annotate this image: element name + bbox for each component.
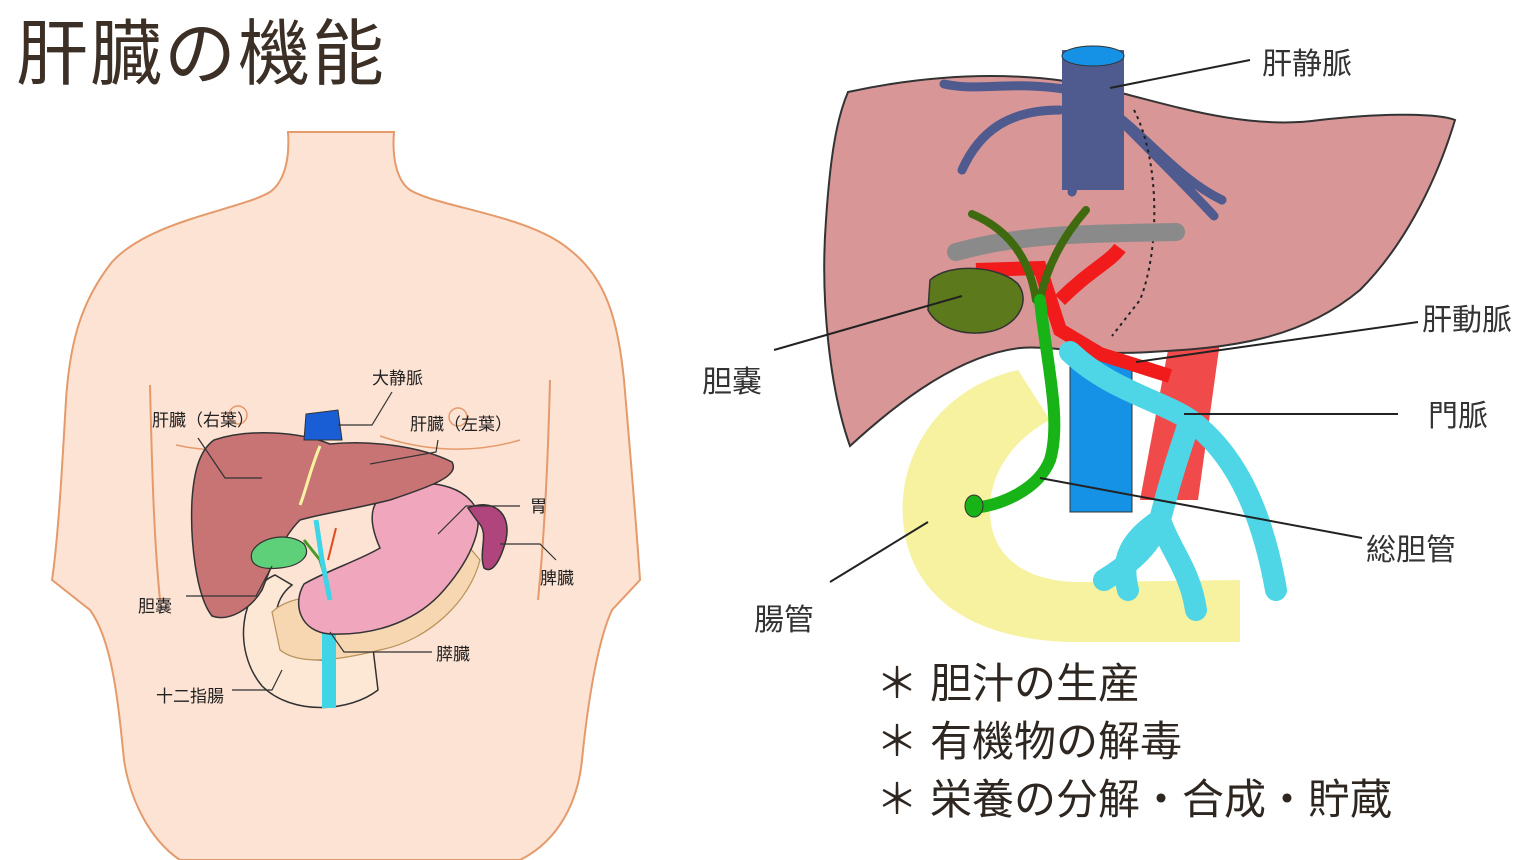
liver-shape xyxy=(190,432,455,619)
leader-common-bile-duct xyxy=(1039,477,1363,539)
liver-falciform xyxy=(298,445,322,506)
label-hepatic-vein: 肝静脈 xyxy=(1262,47,1352,82)
leader-hepatic-vein xyxy=(1109,59,1251,89)
left-arm-crease xyxy=(149,384,161,601)
function-item-1: ＊胆汁の生産 xyxy=(876,655,1392,713)
function-text-1: 胆汁の生産 xyxy=(930,659,1141,708)
label-hepatic-artery: 肝動脈 xyxy=(1422,303,1512,338)
hepatic-vein-top xyxy=(1061,45,1125,67)
function-list: ＊胆汁の生産 ＊有機物の解毒 ＊栄養の分解・合成・貯蔵 xyxy=(876,655,1392,829)
liver-main-shape xyxy=(823,75,1457,448)
stomach-shape xyxy=(297,482,479,635)
bullet-mark: ＊ xyxy=(876,775,919,824)
leader-duodenum xyxy=(232,669,283,691)
label-spleen: 脾臓 xyxy=(540,569,574,589)
vena-cava-lower xyxy=(322,630,336,708)
leader-stomach xyxy=(437,505,520,535)
vena-cava-dotted xyxy=(1111,109,1156,337)
artery-small xyxy=(327,527,337,561)
label-vena-cava: 大静脈 xyxy=(372,369,423,389)
function-text-3: 栄養の分解・合成・貯蔵 xyxy=(930,775,1393,824)
hepatic-vein-branch-3 xyxy=(1105,105,1227,205)
label-portal-vein: 門脈 xyxy=(1428,399,1488,434)
label-liver-left: 肝臓（左葉） xyxy=(410,415,512,435)
label-duodenum: 十二指腸 xyxy=(156,687,224,707)
function-item-3: ＊栄養の分解・合成・貯蔵 xyxy=(876,771,1392,829)
left-nipple xyxy=(228,405,248,425)
leader-spleen xyxy=(500,543,557,561)
portal-vein-small xyxy=(313,519,333,601)
bullet-mark: ＊ xyxy=(876,659,919,708)
common-bile-duct xyxy=(966,294,1061,514)
duodenum-shape xyxy=(242,574,379,709)
leader-gallbladder-r xyxy=(773,295,963,351)
leader-liver-right xyxy=(197,437,262,479)
page-title: 肝臓の機能 xyxy=(16,12,387,96)
label-common-bile-duct: 総胆管 xyxy=(1366,533,1456,568)
leader-hepatic-artery xyxy=(1135,321,1419,363)
hepatic-vein-trunk xyxy=(1062,50,1124,190)
pancreas-shape xyxy=(271,547,481,661)
hepatic-vein-branch-1 xyxy=(939,79,1075,95)
spleen-shape xyxy=(466,504,508,571)
gallbladder-shape xyxy=(250,536,308,570)
right-nipple xyxy=(448,407,468,427)
hepatic-vein-branch-2 xyxy=(957,105,1065,175)
gallbladder-detail xyxy=(927,267,1024,334)
vena-cava-shape xyxy=(1069,359,1133,513)
label-gallbladder-r: 胆嚢 xyxy=(702,365,762,400)
bullet-mark: ＊ xyxy=(876,717,919,766)
label-liver-right: 肝臓（右葉） xyxy=(152,411,254,431)
intestine-shape xyxy=(902,370,1240,642)
leader-intestine xyxy=(829,521,929,583)
aorta-shape xyxy=(1140,342,1220,500)
function-text-2: 有機物の解毒 xyxy=(930,717,1183,766)
label-pancreas: 膵臓 xyxy=(436,645,470,665)
bile-duct-left xyxy=(968,210,1040,304)
hepatic-vein-branch-5 xyxy=(1067,155,1085,197)
bile-duct-small xyxy=(302,539,328,581)
label-stomach: 胃 xyxy=(530,497,547,517)
right-arm-crease xyxy=(537,379,551,601)
right-chest-line xyxy=(379,435,521,450)
hepatic-vein-branch-4 xyxy=(1115,115,1219,221)
function-item-2: ＊有機物の解毒 xyxy=(876,713,1392,771)
torso-body xyxy=(50,131,642,860)
grey-vessel xyxy=(947,223,1185,261)
left-chest-line xyxy=(175,435,301,451)
leader-pancreas xyxy=(329,631,432,653)
leader-liver-left xyxy=(369,439,439,465)
label-gallbladder: 胆嚢 xyxy=(138,597,172,617)
bile-duct-right xyxy=(1036,206,1090,304)
portal-vein xyxy=(1059,341,1287,621)
leader-gallbladder xyxy=(186,565,273,597)
vena-cava-top xyxy=(303,409,343,441)
leader-vena-cava xyxy=(338,391,393,426)
bile-duct-opening xyxy=(964,494,984,518)
hepatic-artery xyxy=(975,243,1173,383)
label-intestine: 腸管 xyxy=(754,603,814,638)
